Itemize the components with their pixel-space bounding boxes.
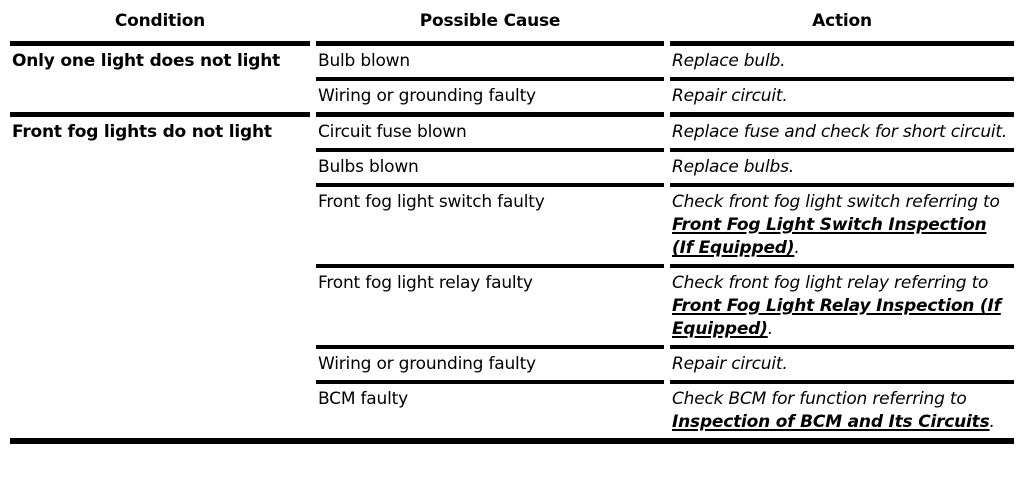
action-text: Check front fog light relay referring to xyxy=(672,273,989,293)
action-cell: Replace fuse and check for short circuit… xyxy=(670,117,1014,152)
condition-cell: Front fog lights do not light xyxy=(12,122,272,142)
action-text: Replace bulb. xyxy=(672,51,786,71)
action-text: Check BCM for function referring to xyxy=(672,389,967,409)
troubleshooting-table: Condition Possible Cause Action Only one… xyxy=(10,0,1014,438)
action-text: Repair circuit. xyxy=(672,86,788,106)
action-text: . xyxy=(767,319,773,339)
action-cell: Check BCM for function referring to Insp… xyxy=(670,384,1014,438)
cause-cell: Wiring or grounding faulty xyxy=(316,349,664,384)
action-cell: Check front fog light switch referring t… xyxy=(670,187,1014,268)
action-cell: Replace bulb. xyxy=(670,46,1014,81)
action-text: Repair circuit. xyxy=(672,354,788,374)
action-text: . xyxy=(794,238,800,258)
column-header-possible-cause: Possible Cause xyxy=(316,0,664,46)
column-header-condition: Condition xyxy=(10,0,310,46)
action-link-front-fog-light-relay-inspection[interactable]: Front Fog Light Relay Inspection (If Equ… xyxy=(672,296,1001,339)
action-cell: Repair circuit. xyxy=(670,81,1014,117)
action-cell: Check front fog light relay referring to… xyxy=(670,268,1014,349)
action-cell: Replace bulbs. xyxy=(670,152,1014,187)
cause-cell: BCM faulty xyxy=(318,389,408,409)
action-text: Replace fuse and check for short circuit… xyxy=(672,122,1008,142)
table-bottom-rule xyxy=(10,438,1014,444)
cause-cell: Bulb blown xyxy=(316,46,664,81)
action-text: Replace bulbs. xyxy=(672,157,794,177)
action-link-inspection-of-bcm-and-its-circuits[interactable]: Inspection of BCM and Its Circuits xyxy=(672,412,990,432)
action-cell: Repair circuit. xyxy=(670,349,1014,384)
condition-cell: Only one light does not light xyxy=(10,46,310,117)
column-header-action: Action xyxy=(670,0,1014,46)
cause-cell: Front fog light relay faulty xyxy=(316,268,664,349)
cause-cell: Circuit fuse blown xyxy=(316,117,664,152)
action-link-front-fog-light-switch-inspection[interactable]: Front Fog Light Switch Inspection (If Eq… xyxy=(672,215,987,258)
action-text: . xyxy=(989,412,995,432)
cause-cell: Front fog light switch faulty xyxy=(316,187,664,268)
action-text: Check front fog light switch referring t… xyxy=(672,192,1000,212)
cause-cell: Wiring or grounding faulty xyxy=(316,81,664,117)
cause-cell: Bulbs blown xyxy=(316,152,664,187)
